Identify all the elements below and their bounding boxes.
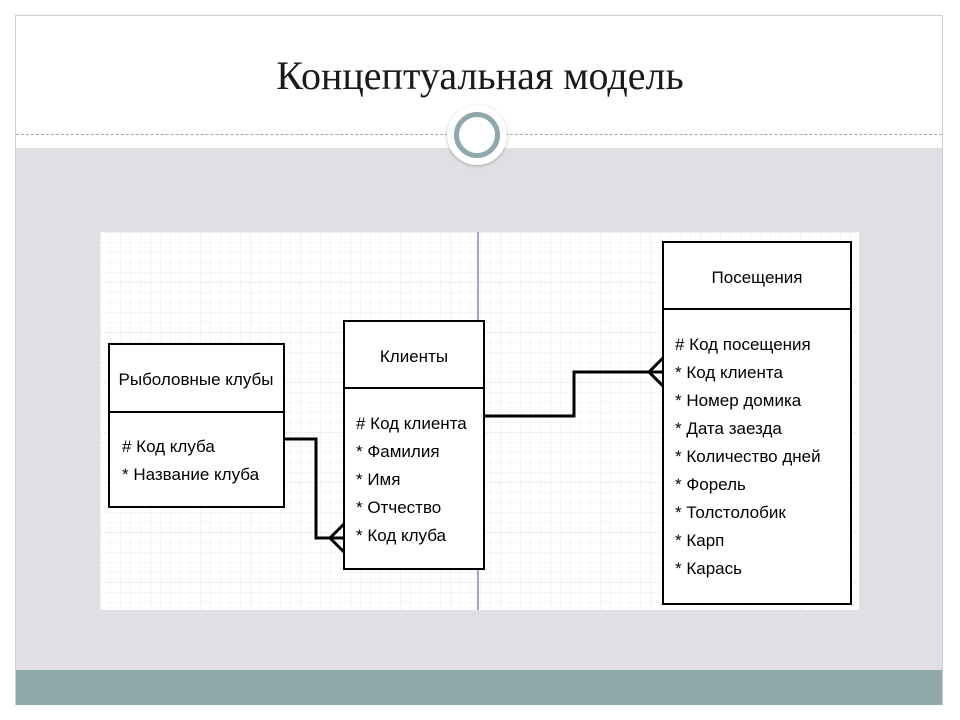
entity-attribute: * Название клуба	[122, 465, 260, 484]
entity-attribute: * Отчество	[356, 498, 441, 517]
entity-visits[interactable]: Посещения # Код посещения * Код клиента …	[662, 241, 852, 605]
relationship-line	[484, 370, 663, 418]
slide-title: Концептуальная модель	[276, 53, 684, 98]
entity-attribute: * Номер домика	[675, 391, 802, 410]
crows-foot-icon	[327, 522, 346, 554]
entity-attribute: * Код клиента	[675, 363, 783, 382]
entity-attribute: # Код клуба	[122, 437, 215, 456]
entity-attribute: * Толстолобик	[675, 503, 786, 522]
er-diagram: Рыболовные клубы # Код клуба * Название …	[100, 232, 859, 610]
entity-attribute: * Карась	[675, 559, 742, 578]
relationship-clients-visits[interactable]	[484, 356, 665, 418]
entity-attribute: * Карп	[675, 531, 724, 550]
entity-attribute: # Код посещения	[675, 335, 811, 354]
entity-box	[108, 343, 285, 508]
entity-attribute: * Код клуба	[356, 526, 447, 545]
entity-clients[interactable]: Клиенты # Код клиента * Фамилия * Имя * …	[343, 320, 485, 570]
entity-attribute: * Количество дней	[675, 447, 821, 466]
entity-attribute: * Форель	[675, 475, 746, 494]
entity-fishing-clubs[interactable]: Рыболовные клубы # Код клуба * Название …	[108, 343, 285, 508]
entity-attribute: # Код клиента	[356, 414, 467, 433]
entity-title: Рыболовные клубы	[119, 370, 274, 389]
entity-attribute: * Фамилия	[356, 442, 440, 461]
entity-box	[343, 320, 485, 570]
entity-attribute: * Дата заезда	[675, 419, 782, 438]
entity-title: Посещения	[712, 268, 803, 287]
entity-box	[662, 241, 852, 605]
relationship-clubs-clients[interactable]	[284, 437, 346, 554]
entity-attribute: * Имя	[356, 470, 400, 489]
crows-foot-icon	[646, 356, 665, 388]
er-diagram-svg: Рыболовные клубы # Код клуба * Название …	[100, 232, 859, 610]
entity-title: Клиенты	[380, 347, 448, 366]
divider-ring-icon	[454, 112, 500, 158]
bottom-bar	[16, 670, 942, 705]
